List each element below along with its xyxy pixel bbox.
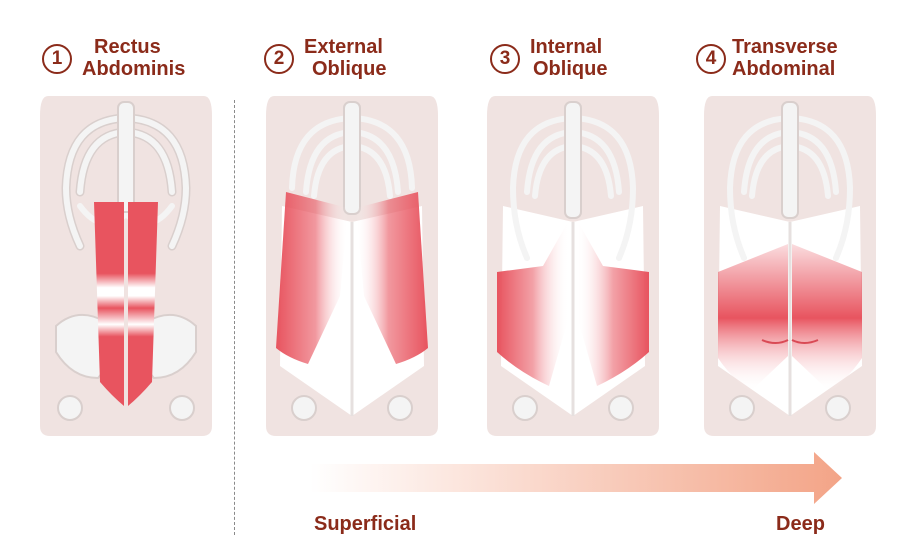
internal-oblique-muscle	[497, 220, 649, 386]
panel-title-line2: Oblique	[533, 58, 608, 80]
panel-title: 4 Transverse Abdominal	[690, 34, 890, 84]
external-oblique-muscle	[276, 192, 428, 364]
panel-number-badge: 2	[264, 44, 294, 74]
panel-rectus-abdominis: 1 Rectus Abdominis	[26, 0, 226, 549]
sternum	[117, 101, 135, 213]
depth-gradient-arrow	[310, 452, 842, 504]
panel-number-badge: 3	[490, 44, 520, 74]
panel-transverse-abdominal: 4 Transverse Abdominal	[690, 0, 890, 549]
rectus-abdominis-muscle	[94, 202, 158, 406]
panel-internal-oblique: 3 Internal Oblique	[473, 0, 673, 549]
panel-title: 1 Rectus Abdominis	[26, 34, 226, 84]
panel-title-line2: Abdominal	[732, 58, 836, 80]
panel-title: 2 External Oblique	[252, 34, 452, 84]
panel-title-line1: Internal	[530, 36, 603, 58]
torso-illustration-external-oblique	[266, 96, 438, 436]
panel-number-badge: 4	[696, 44, 726, 74]
panel-number-badge: 1	[42, 44, 72, 74]
panel-external-oblique: 2 External Oblique	[252, 0, 452, 549]
panel-title: 3 Internal Oblique	[473, 34, 673, 84]
panel-title-line1: Rectus	[94, 36, 161, 58]
panel-title-line1: Transverse	[732, 36, 838, 58]
panel-title-line1: External	[304, 36, 383, 58]
deep-label: Deep	[776, 513, 825, 535]
torso-illustration-internal-oblique	[487, 96, 659, 436]
torso-illustration-transverse-abdominal	[704, 96, 876, 436]
transverse-abdominal-muscle	[718, 244, 862, 392]
superficial-label: Superficial	[314, 513, 417, 535]
panel-title-line2: Oblique	[312, 58, 387, 80]
torso-illustration-rectus	[40, 96, 212, 436]
section-divider	[234, 100, 235, 535]
panel-title-line2: Abdominis	[82, 58, 186, 80]
pelvis	[55, 314, 197, 421]
